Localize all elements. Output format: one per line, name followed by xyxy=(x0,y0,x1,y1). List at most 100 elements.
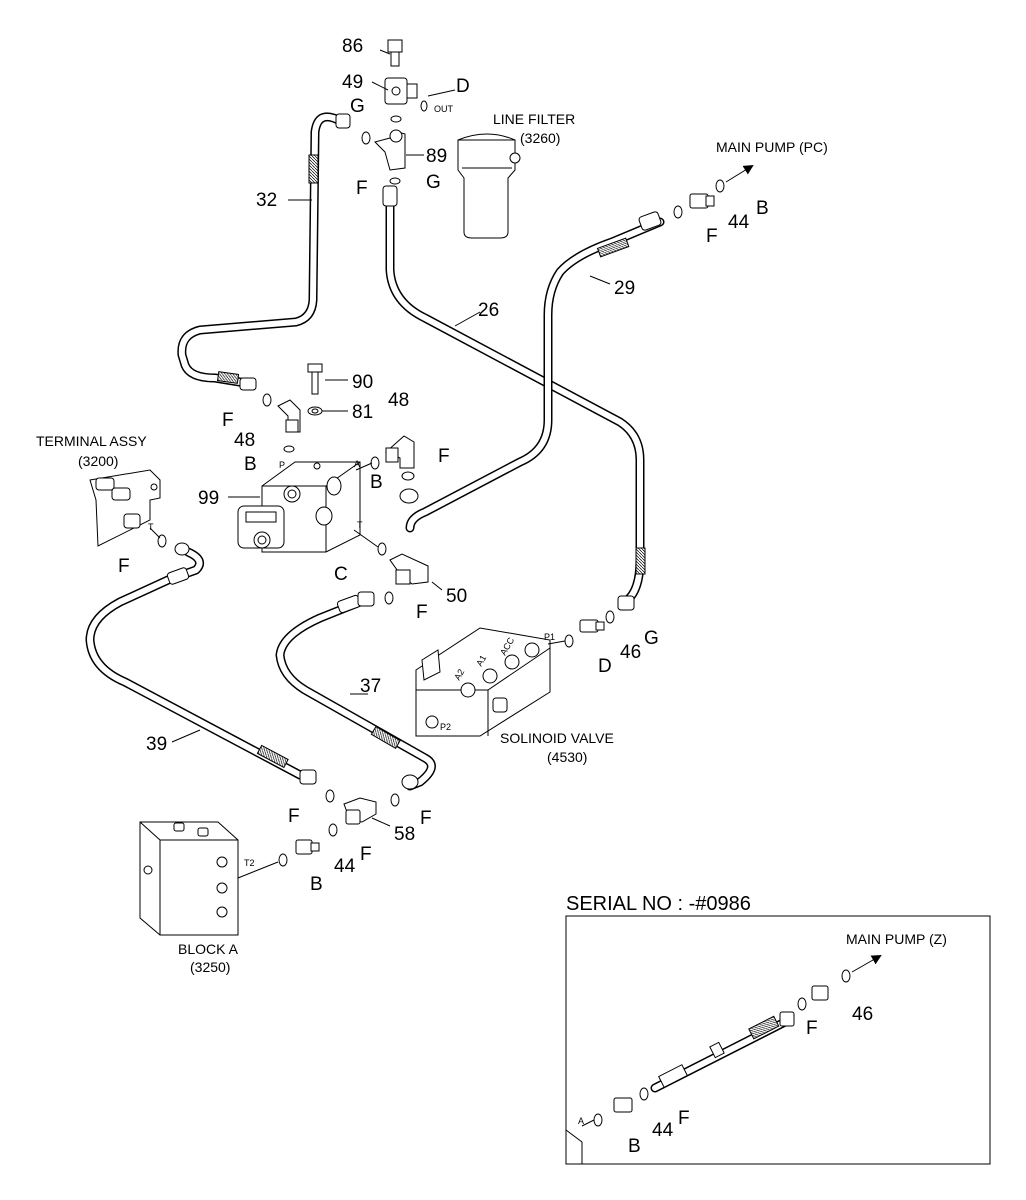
plug-86 xyxy=(387,39,403,67)
block-a-label: BLOCK A xyxy=(178,941,239,957)
serial-inset xyxy=(565,915,991,1165)
label-49: 49 xyxy=(342,72,363,93)
line-filter-label: LINE FILTER xyxy=(493,111,575,127)
o-ring-B-pump xyxy=(715,179,725,193)
tee-49 xyxy=(384,77,418,105)
label-F-39: F xyxy=(288,806,300,827)
label-G-top: G xyxy=(350,96,365,117)
valve-block-99 xyxy=(237,461,361,553)
label-B-inset: B xyxy=(628,1136,641,1157)
o-ring-D-sol xyxy=(564,634,574,648)
label-50: 50 xyxy=(446,586,467,607)
component-labels: LINE FILTER (3260) MAIN PUMP (PC) TERMIN… xyxy=(36,111,828,975)
label-G-mid: G xyxy=(426,172,441,193)
label-44-top: 44 xyxy=(728,212,750,233)
elbow-48-right xyxy=(385,435,415,469)
hose-26 xyxy=(382,185,646,611)
port-t-valve: T xyxy=(357,520,363,530)
port-a-inset: A xyxy=(578,1116,584,1126)
solenoid-valve-4530 xyxy=(415,627,551,737)
o-ring-C xyxy=(377,542,387,556)
serial-number-title: SERIAL NO : -#0986 xyxy=(566,893,751,915)
o-ring-G-mid xyxy=(389,177,401,185)
label-F-58: F xyxy=(360,844,372,865)
hose-37 xyxy=(275,591,436,791)
terminal-assy xyxy=(89,469,161,547)
adapter-44-bottom xyxy=(295,839,320,855)
elbow-50 xyxy=(389,553,429,585)
label-46-inset: 46 xyxy=(852,1004,873,1025)
port-t-term: T xyxy=(148,522,154,532)
washer-81 xyxy=(307,406,323,416)
main-pump-pc-label: MAIN PUMP (PC) xyxy=(716,139,828,155)
bolt-90 xyxy=(307,363,323,395)
label-90: 90 xyxy=(352,372,373,393)
label-G-sol: G xyxy=(644,628,659,649)
line-filter xyxy=(457,133,521,239)
label-F-37: F xyxy=(420,808,432,829)
label-46: 46 xyxy=(620,642,641,663)
elbow-89 xyxy=(374,129,406,171)
port-sol-a2: A2 xyxy=(452,667,466,682)
terminal-assy-label: TERMINAL ASSY xyxy=(36,433,147,449)
main-pump-z-label: MAIN PUMP (Z) xyxy=(846,931,947,947)
o-ring-B-48 xyxy=(283,445,295,453)
label-F-top: F xyxy=(356,178,368,199)
o-ring-G-sol xyxy=(605,610,615,624)
port-a: A xyxy=(354,459,360,469)
line-filter-code: (3260) xyxy=(520,130,560,146)
o-ring-F-48r xyxy=(401,471,415,481)
label-C-valve: C xyxy=(334,564,348,585)
port-out: OUT xyxy=(434,104,454,114)
port-p: P xyxy=(279,460,285,470)
label-58: 58 xyxy=(394,824,415,845)
label-F-50: F xyxy=(416,602,428,623)
elbow-48-left xyxy=(277,399,301,433)
label-26: 26 xyxy=(478,300,499,321)
label-B-48: B xyxy=(244,454,257,475)
arrow-main-pump-pc xyxy=(725,164,754,183)
elbow-58 xyxy=(343,797,377,825)
o-ring-D-top xyxy=(420,100,428,112)
seal-letter-labels: D G F G B F F B B F C F F D G F F F B B … xyxy=(118,76,818,1157)
o-ring-F-48 xyxy=(262,393,272,407)
label-F-48r: F xyxy=(438,446,450,467)
label-37: 37 xyxy=(360,676,381,697)
label-32: 32 xyxy=(256,190,277,211)
block-a-3250 xyxy=(139,821,239,936)
hose-39 xyxy=(85,542,317,785)
o-ring-B-block xyxy=(278,853,288,867)
o-ring-F-37 xyxy=(390,793,400,807)
label-48-right: 48 xyxy=(388,390,409,411)
hose-29 xyxy=(399,211,665,533)
port-t2: T2 xyxy=(244,858,255,868)
port-sol-p2: P2 xyxy=(440,722,451,732)
o-ring-F-pump xyxy=(673,205,683,219)
solenoid-valve-code: (4530) xyxy=(547,749,587,765)
label-B-pump: B xyxy=(756,198,769,219)
label-F-48: F xyxy=(222,410,234,431)
o-ring-G-top xyxy=(390,115,402,123)
label-86: 86 xyxy=(342,36,363,57)
label-D-sol: D xyxy=(598,656,612,677)
label-D-top: D xyxy=(456,76,470,97)
label-29: 29 xyxy=(614,278,635,299)
o-ring-F-50 xyxy=(384,591,394,605)
label-39: 39 xyxy=(146,734,167,755)
hose-32 xyxy=(177,112,351,391)
terminal-assy-code: (3200) xyxy=(78,453,118,469)
adapter-46 xyxy=(579,619,605,633)
o-ring-F-39 xyxy=(325,789,335,803)
port-p1: P1 xyxy=(544,632,555,642)
label-89: 89 xyxy=(426,146,447,167)
adapter-44-top xyxy=(689,193,715,209)
block-a-code: (3250) xyxy=(190,959,230,975)
label-44-bottom: 44 xyxy=(334,856,356,877)
label-B-valve: B xyxy=(370,472,383,493)
label-99: 99 xyxy=(198,488,219,509)
o-ring-F-top xyxy=(361,131,371,145)
label-F-inset-top: F xyxy=(806,1018,818,1039)
label-B-block: B xyxy=(310,874,323,895)
part-number-labels: 86 49 89 32 26 29 44 90 81 48 48 99 50 4… xyxy=(146,36,873,1141)
